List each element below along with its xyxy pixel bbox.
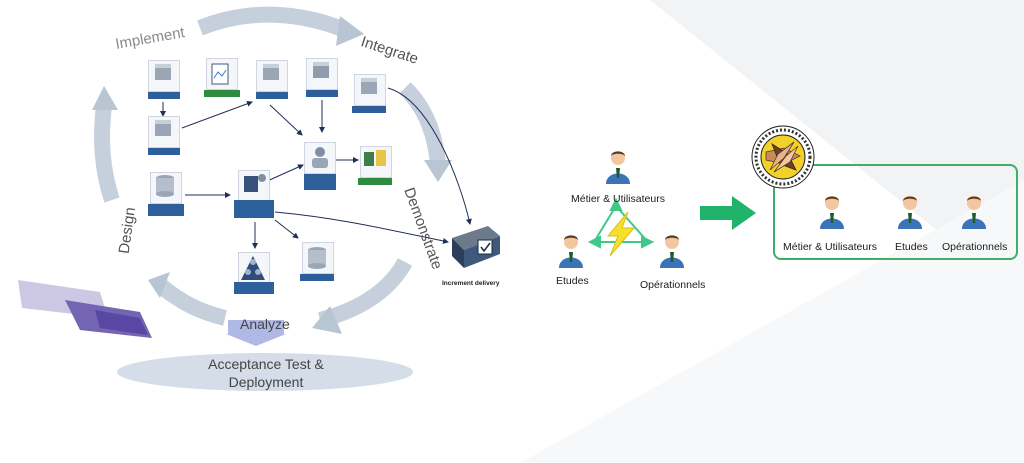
team-operationnels-label: Opérationnels	[942, 241, 1008, 253]
node-version-manager[interactable]	[150, 172, 182, 204]
node-test-manager-2[interactable]	[256, 60, 288, 92]
node-audit-caption	[358, 178, 392, 185]
phase-band	[18, 280, 152, 338]
actor-operationnels-label: Opérationnels	[640, 279, 706, 291]
actor-metier-label: Métier & Utilisateurs	[571, 193, 665, 205]
label-increment-delivery: Increment delivery	[442, 280, 500, 287]
node-governance-manager-caption	[234, 282, 274, 294]
connectors	[160, 87, 472, 249]
person-icon	[820, 196, 844, 229]
node-standards-caption	[306, 90, 338, 97]
person-icon	[559, 235, 583, 268]
team-hands-icon	[751, 125, 815, 189]
node-audit[interactable]	[360, 146, 392, 178]
process-cycle-diagram	[18, 6, 472, 391]
label-analyze: Analyze	[240, 316, 290, 332]
label-acceptance-line1: Acceptance Test &	[208, 356, 324, 372]
transfer-arrow	[700, 196, 756, 230]
node-documentation[interactable]	[354, 74, 386, 106]
node-continuous-integration-caption	[234, 200, 274, 218]
node-backlog[interactable]	[148, 116, 180, 148]
node-documentation-caption	[352, 106, 386, 113]
node-standards[interactable]	[306, 58, 338, 90]
node-version-manager-caption	[148, 204, 184, 216]
team-panel	[773, 164, 1018, 260]
node-governance-manager[interactable]	[238, 252, 270, 284]
person-icon	[606, 151, 630, 184]
node-controls-tests-caption	[304, 174, 336, 190]
node-test-manager-2-caption	[256, 92, 288, 99]
label-acceptance-line2: Deployment	[228, 374, 304, 390]
node-database-caption	[300, 274, 334, 281]
cycle-arrowheads	[92, 16, 452, 334]
person-icon	[962, 196, 986, 229]
node-test-manager-1-caption	[148, 92, 180, 99]
node-production-indicators-caption	[204, 90, 240, 97]
team-etudes-label: Etudes	[895, 241, 928, 253]
actor-etudes-label: Etudes	[556, 275, 589, 287]
person-icon	[898, 196, 922, 229]
node-controls-tests[interactable]	[304, 142, 336, 174]
node-backlog-caption	[148, 148, 180, 155]
acceptance-ellipse	[117, 353, 413, 391]
node-test-manager-1[interactable]	[148, 60, 180, 92]
actors-triangle	[587, 197, 655, 257]
node-continuous-integration[interactable]	[238, 170, 270, 202]
node-production-indicators[interactable]	[206, 58, 238, 90]
node-database[interactable]	[302, 242, 334, 274]
lightning-icon	[606, 211, 636, 257]
person-icon	[660, 235, 684, 268]
team-metier-label: Métier & Utilisateurs	[783, 241, 877, 253]
